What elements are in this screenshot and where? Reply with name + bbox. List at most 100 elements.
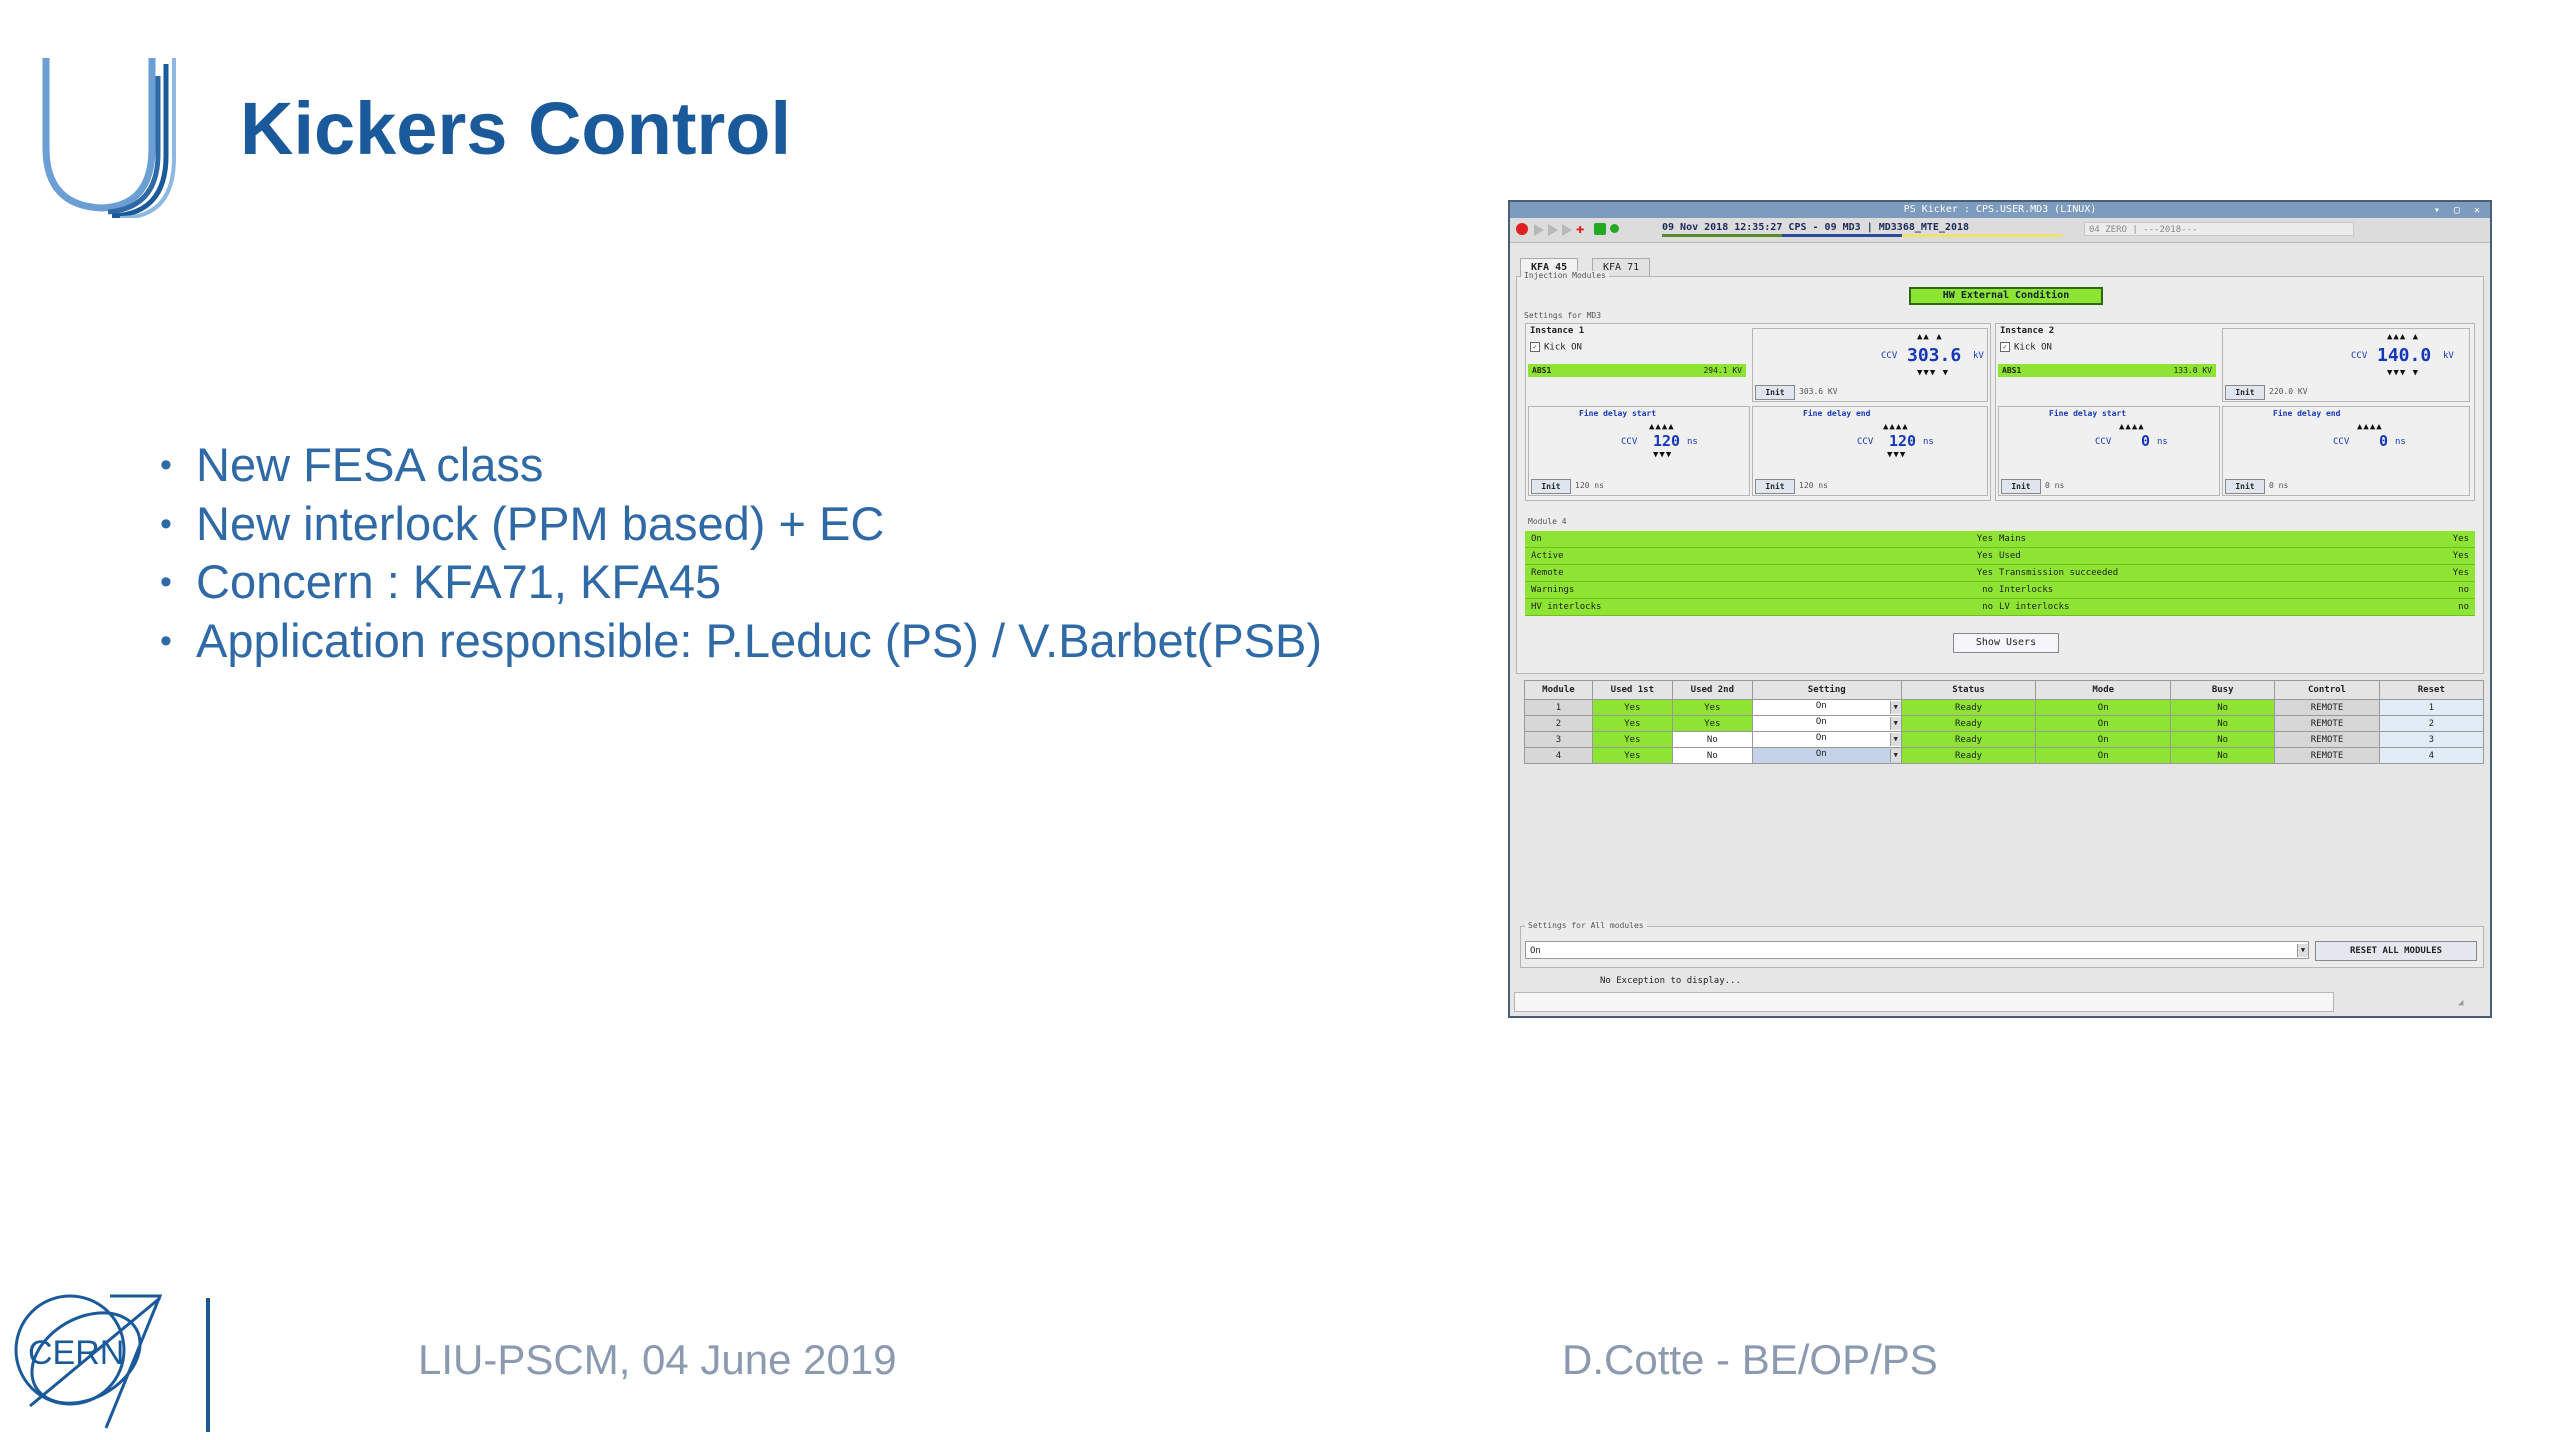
init-button[interactable]: Init (2001, 479, 2041, 494)
green-square-icon[interactable] (1594, 223, 1606, 235)
status-value: Yes (1976, 534, 1993, 544)
resize-grip-icon[interactable]: ◢ (2458, 998, 2464, 1008)
table-cell: Yes (1591, 747, 1673, 764)
fine-delay-end-box: Fine delay end ▲▲▲▲ CCV 120 ns ▼▼▼ Init … (1752, 406, 1988, 496)
reset-all-modules-button[interactable]: RESET ALL MODULES (2315, 941, 2477, 961)
chevron-down-icon[interactable]: ▼ (1889, 749, 1901, 762)
module-label: Module 4 (1525, 517, 1570, 526)
table-cell: Ready (1900, 699, 2037, 716)
all-modules-panel: Settings for All modules On ▼ RESET ALL … (1520, 921, 2484, 968)
status-label: Transmission succeeded (1999, 568, 2119, 578)
table-cell: No (2170, 699, 2276, 716)
chevron-down-icon[interactable]: ▼ (1889, 733, 1901, 746)
stop-icon[interactable] (1516, 223, 1528, 235)
init-value: 0 ns (2269, 481, 2289, 490)
cern-logo: CERN (14, 1294, 163, 1429)
fine-delay-start-value[interactable]: 120 (1653, 432, 1681, 450)
zero-field[interactable]: 04 ZERO | ---2018--- (2084, 222, 2354, 236)
ccv-label: CCV (2333, 437, 2350, 447)
table-cell: 1 (1524, 699, 1593, 716)
increase-arrows-icon[interactable]: ▲▲ ▲ (1917, 332, 1943, 342)
increase-arrows-icon[interactable]: ▲▲▲▲ (1883, 422, 1909, 432)
fine-delay-end-value[interactable]: 0 (2379, 432, 2389, 450)
ccv-value[interactable]: 140.0 (2377, 345, 2432, 366)
kick-on-checkbox[interactable]: ✓Kick ON (2000, 342, 2052, 353)
bullet-dot-icon: • (160, 563, 172, 601)
hw-external-condition-button[interactable]: HW External Condition (1909, 287, 2103, 305)
status-label: Warnings (1531, 585, 1575, 595)
setting-select[interactable]: On ▼ (1751, 731, 1902, 748)
play-icon[interactable] (1562, 224, 1572, 236)
setting-select[interactable]: On▼ (1751, 699, 1902, 716)
fine-delay-unit: ns (1923, 437, 1934, 447)
checkbox-checked-icon: ✓ (1530, 342, 1540, 352)
decrease-arrows-icon[interactable]: ▼▼▼ ▼ (1917, 368, 1950, 378)
chevron-down-icon[interactable]: ▼ (1889, 717, 1901, 730)
fine-delay-start-box: Fine delay start ▲▲▲▲ CCV 0 ns Init 0 ns (1998, 406, 2220, 496)
increase-arrows-icon[interactable]: ▲▲▲▲ (2119, 422, 2145, 432)
init-button[interactable]: Init (1755, 479, 1795, 494)
kicker-application-screenshot: PS Kicker : CPS.USER.MD3 (LINUX) ▾ ▢ ✕ ✚… (1508, 200, 2492, 1018)
play-icon[interactable] (1534, 224, 1544, 236)
reset-module-button[interactable]: 4 (2378, 747, 2485, 764)
fine-delay-unit: ns (2157, 437, 2168, 447)
decrease-arrows-icon[interactable]: ▼▼▼ ▼ (2387, 368, 2420, 378)
increase-arrows-icon[interactable]: ▲▲▲ ▲ (2387, 332, 2420, 342)
decrease-arrows-icon[interactable]: ▼▼▼ (1653, 450, 1673, 460)
fine-delay-start-value[interactable]: 0 (2141, 432, 2151, 450)
all-modules-select[interactable]: On ▼ (1525, 941, 2309, 959)
kick-on-checkbox[interactable]: ✓Kick ON (1530, 342, 1582, 353)
fine-delay-unit: ns (2395, 437, 2406, 447)
settings-for-label: Settings for MD3 (1521, 311, 1605, 320)
init-button[interactable]: Init (2225, 479, 2265, 494)
init-button[interactable]: Init (1531, 479, 1571, 494)
setting-select[interactable]: On▼ (1751, 715, 1902, 732)
abs-label: ABS1 (1532, 366, 1552, 375)
decrease-arrows-icon[interactable]: ▼▼▼ (1887, 450, 1907, 460)
all-modules-value: On (1530, 946, 1541, 956)
fine-delay-end-value[interactable]: 120 (1889, 432, 1917, 450)
show-users-button[interactable]: Show Users (1953, 633, 2059, 653)
ccv-value[interactable]: 303.6 (1907, 345, 1962, 366)
play-icon[interactable] (1548, 224, 1558, 236)
instance-2-title: Instance 2 (2000, 326, 2055, 336)
reset-module-button[interactable]: 2 (2378, 715, 2485, 732)
setting-value: On (1815, 733, 1827, 743)
status-label: LV interlocks (1999, 602, 2070, 612)
init-value: 303.6 KV (1799, 387, 1838, 396)
chevron-down-icon[interactable]: ▼ (2297, 944, 2308, 957)
table-cell: Ready (1900, 715, 2037, 732)
bullet-text: Concern : KFA71, KFA45 (196, 555, 722, 608)
init-button[interactable]: Init (2225, 385, 2265, 400)
table-cell: 2 (1524, 715, 1593, 732)
chevron-down-icon[interactable]: ▼ (1889, 701, 1901, 714)
reset-module-button[interactable]: 3 (2378, 731, 2485, 748)
reset-module-button[interactable]: 1 (2378, 699, 2485, 716)
ccv-label: CCV (2351, 351, 2368, 361)
bullet-text: New interlock (PPM based) + EC (196, 496, 885, 550)
increase-arrows-icon[interactable]: ▲▲▲▲ (2357, 422, 2383, 432)
column-header: Module (1524, 680, 1593, 700)
table-header-row: Module Used 1st Used 2nd Setting Status … (1524, 680, 2485, 700)
setting-select[interactable]: On ▼ (1751, 747, 1902, 764)
status-label: Remote (1531, 568, 1564, 578)
increase-arrows-icon[interactable]: ▲▲▲▲ (1649, 422, 1675, 432)
table-cell: Ready (1900, 747, 2037, 764)
ccv-label: CCV (1857, 437, 1874, 447)
app-window-title: PS Kicker : CPS.USER.MD3 (LINUX) (1903, 204, 2097, 215)
add-icon[interactable]: ✚ (1576, 221, 1585, 237)
window-controls-icon[interactable]: ▾ ▢ ✕ (2433, 205, 2484, 216)
cycle-timeline (1662, 234, 2062, 237)
init-button[interactable]: Init (1755, 385, 1795, 400)
table-cell: 3 (1524, 731, 1593, 748)
bullet-dot-icon: • (160, 621, 172, 660)
bullet-item: • Concern : KFA71, KFA45 (160, 553, 1322, 612)
column-header: Setting (1751, 680, 1902, 700)
table-row: 1 Yes Yes On▼ Ready On No REMOTE 1 (1524, 699, 2485, 716)
table-cell: Yes (1671, 715, 1753, 732)
status-message: No Exception to display... (1600, 976, 1741, 986)
setting-value: On (1815, 749, 1827, 759)
